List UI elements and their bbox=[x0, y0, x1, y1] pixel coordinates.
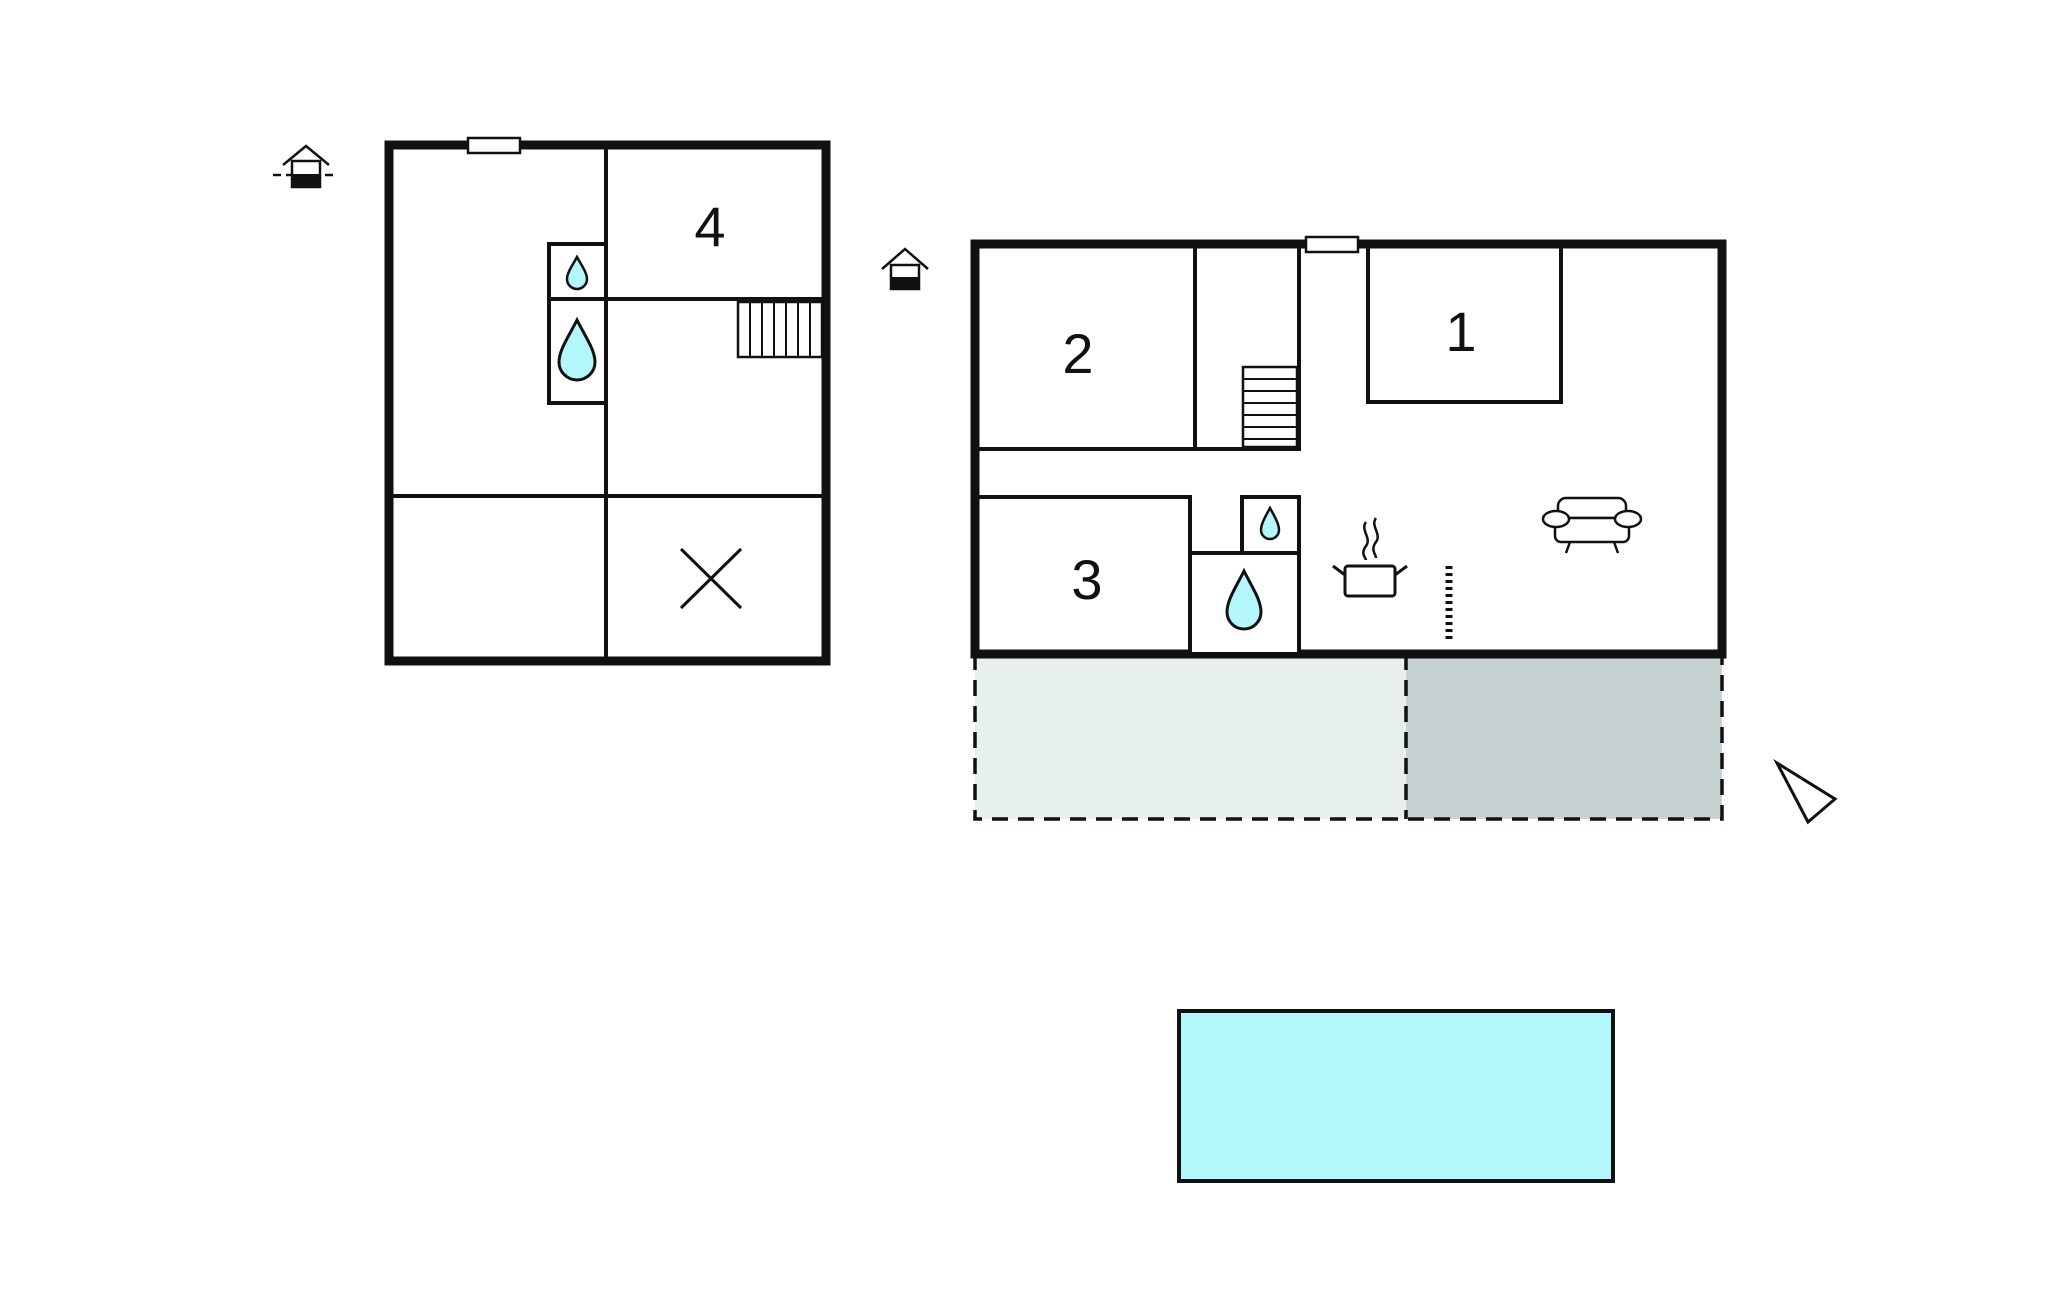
room-label-3: 3 bbox=[1071, 548, 1102, 611]
shower-icon bbox=[557, 316, 597, 382]
terrace-outline bbox=[973, 654, 1724, 821]
upper-floor: 4 bbox=[273, 136, 831, 666]
shower-icon bbox=[1225, 567, 1263, 631]
void-cross-icon bbox=[679, 547, 743, 610]
stairs-icon bbox=[1241, 365, 1299, 449]
sofa-icon bbox=[1541, 496, 1643, 554]
house-entrance-icon bbox=[273, 144, 338, 189]
room-label-4: 4 bbox=[694, 195, 725, 258]
ground-floor: 1 2 3 bbox=[881, 235, 1838, 825]
pool bbox=[1177, 1009, 1615, 1183]
room-label-1: 1 bbox=[1445, 300, 1476, 363]
window-icon bbox=[466, 136, 522, 155]
window-icon bbox=[1304, 235, 1360, 254]
stairs-icon bbox=[736, 300, 824, 359]
covered-terrace bbox=[1406, 654, 1722, 819]
terrace bbox=[975, 654, 1406, 819]
room-label-2: 2 bbox=[1062, 322, 1093, 385]
toilet-icon bbox=[1259, 505, 1281, 541]
house-entrance-icon bbox=[881, 247, 929, 291]
interior-wall bbox=[1366, 244, 1563, 404]
toilet-icon bbox=[565, 254, 589, 291]
north-arrow-icon bbox=[1773, 758, 1838, 825]
kitchen-pot-icon bbox=[1332, 517, 1408, 598]
interior-wall bbox=[975, 244, 1301, 451]
